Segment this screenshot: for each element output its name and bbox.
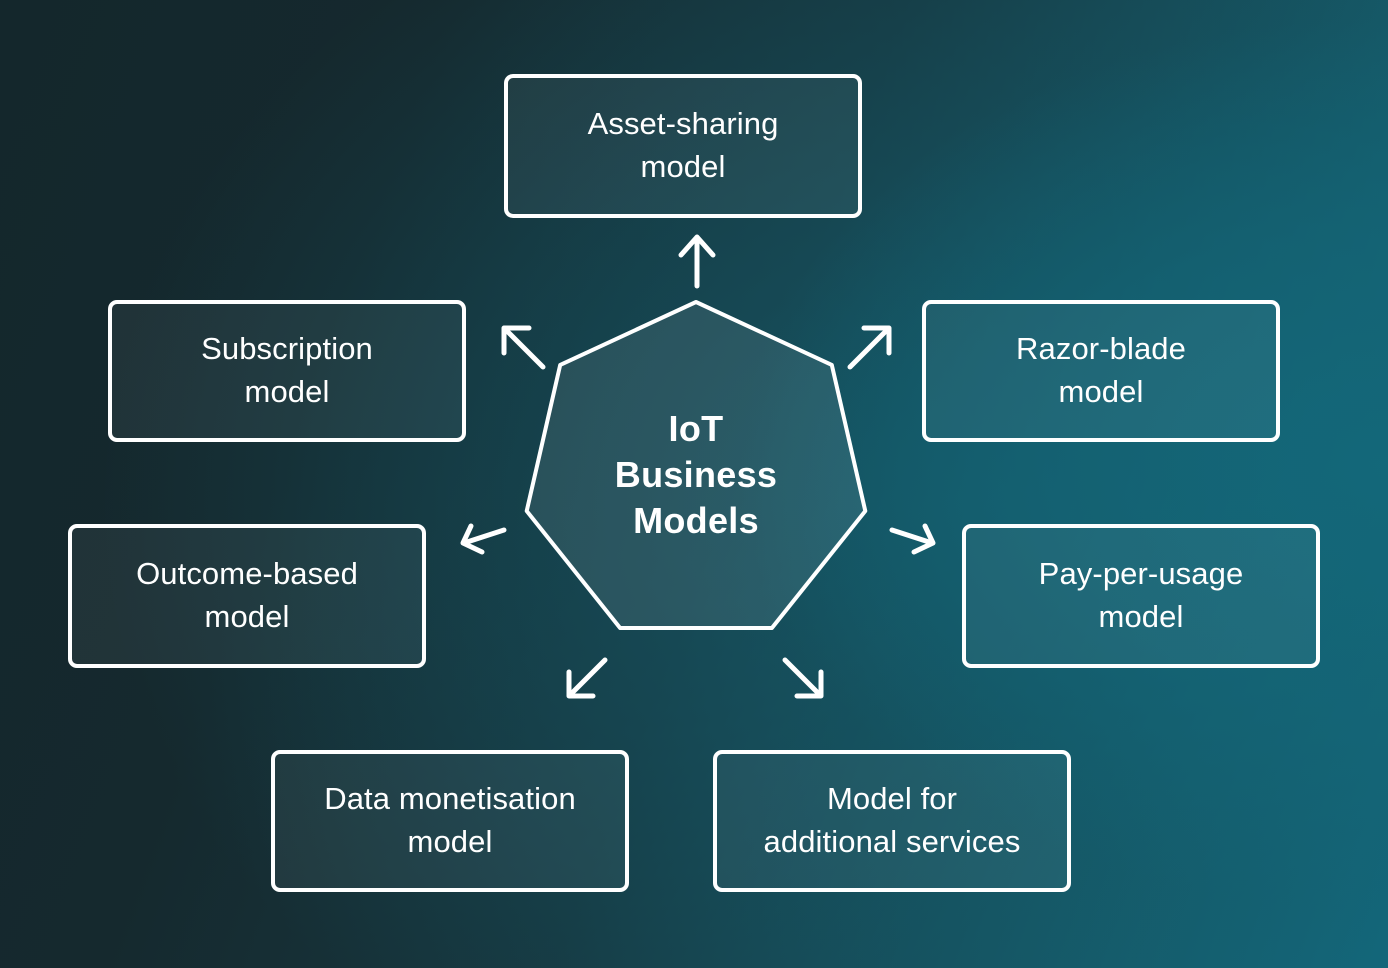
node-label-asset-sharing: Asset-sharing model [587,106,779,184]
arrow-up-icon [676,232,718,289]
arrow-down-left-icon [562,655,610,703]
node-box-razor-blade[interactable]: Razor-blade model [922,300,1280,442]
arrow-left-icon [458,521,508,557]
heptagon-shape [524,300,868,630]
node-box-data-monetisation[interactable]: Data monetisation model [271,750,629,892]
node-box-subscription[interactable]: Subscription model [108,300,466,442]
node-box-pay-per-usage[interactable]: Pay-per-usage model [962,524,1320,668]
node-box-asset-sharing[interactable]: Asset-sharing model [504,74,862,218]
center-node-iot-business-models[interactable]: IoT Business Models [500,280,892,670]
node-label-subscription: Subscription model [201,331,373,409]
arrow-down-right-icon [780,655,828,703]
node-label-additional-services: Model for additional services [763,781,1021,859]
node-label-outcome-based: Outcome-based model [136,556,358,634]
node-box-outcome-based[interactable]: Outcome-based model [68,524,426,668]
arrow-up-right-icon [845,322,895,372]
arrow-up-left-icon [498,322,548,372]
node-label-pay-per-usage: Pay-per-usage model [1038,556,1244,634]
arrow-right-icon [888,521,938,557]
node-label-razor-blade: Razor-blade model [1016,331,1186,409]
node-label-data-monetisation: Data monetisation model [324,781,576,859]
node-box-additional-services[interactable]: Model for additional services [713,750,1071,892]
